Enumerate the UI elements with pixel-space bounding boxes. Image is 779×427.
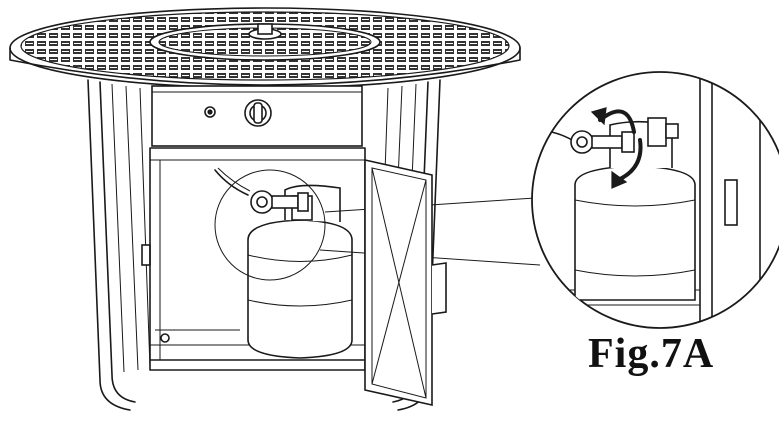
control-panel (151, 85, 363, 147)
rotate-arrow-down-icon (611, 170, 628, 189)
detail-door-handle-icon (724, 179, 738, 226)
figure-label: Fig.7A (588, 331, 715, 377)
table-top (9, 7, 521, 89)
door-handle-icon (431, 262, 447, 315)
detail-view (531, 71, 779, 329)
regulator-hose (214, 167, 309, 214)
rotate-arrow-icon (590, 107, 607, 126)
magnify-circle (214, 169, 326, 281)
cabinet-door (364, 159, 447, 406)
